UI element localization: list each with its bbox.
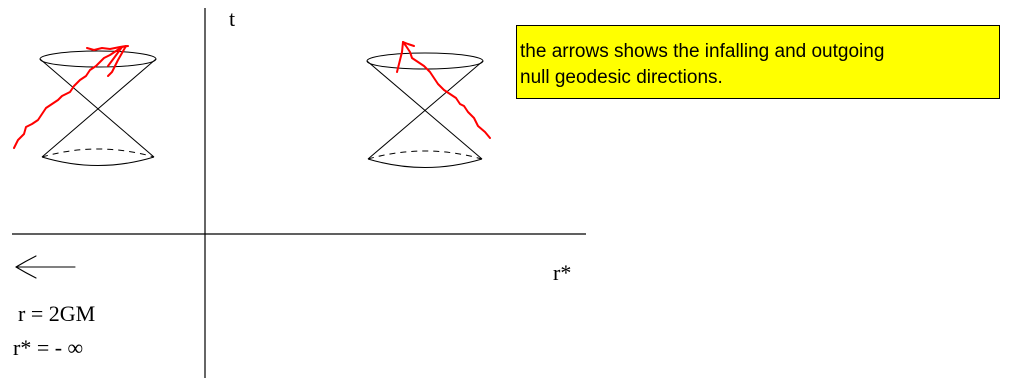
rstar-limit-label: r* = - ∞ xyxy=(13,335,83,361)
horizon-label: r = 2GM xyxy=(18,301,95,327)
right-light-cone-icon xyxy=(367,53,483,168)
left-arrow-icon xyxy=(16,256,75,278)
rstar-axis-label: r* xyxy=(553,260,571,286)
note-box: the arrows shows the infalling and outgo… xyxy=(516,25,1000,99)
right-red-arrow-icon xyxy=(397,42,490,138)
note-line-2: null geodesic directions. xyxy=(520,65,993,91)
note-line-1: the arrows shows the infalling and outgo… xyxy=(520,39,993,65)
left-light-cone-icon xyxy=(40,51,156,166)
t-axis-label: t xyxy=(229,6,235,32)
